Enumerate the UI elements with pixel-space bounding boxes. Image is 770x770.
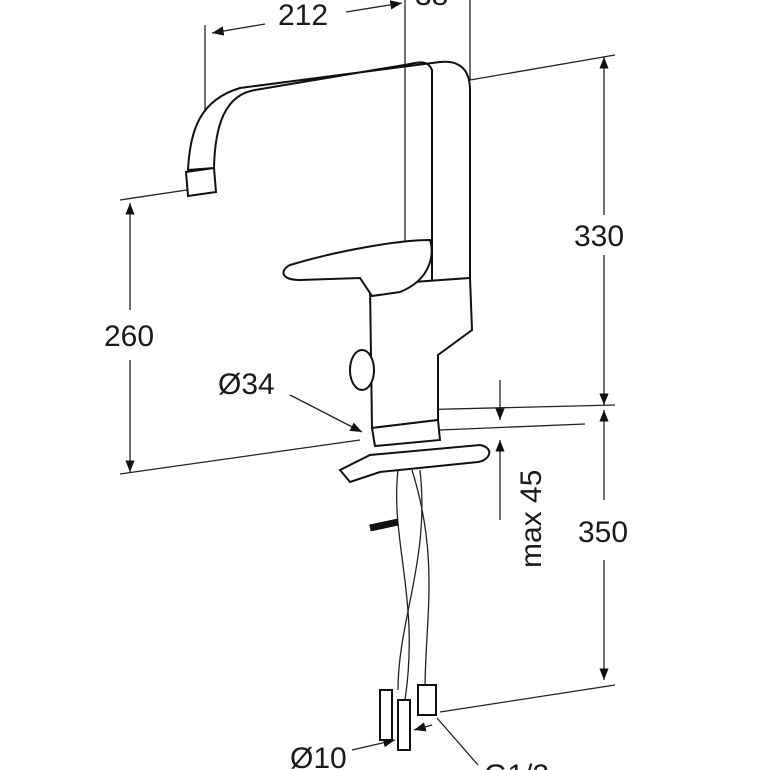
- max-thickness-label: max 45: [515, 470, 548, 568]
- spout-reach-label: 212: [278, 0, 328, 32]
- total-height-label: 330: [574, 220, 624, 253]
- dimension-lines: [119, 0, 616, 766]
- spout-offset-label: 38: [415, 0, 448, 12]
- hose-diameter-label: Ø10: [290, 742, 347, 770]
- base-diameter-label: Ø34: [218, 368, 275, 401]
- connection-thread-label: G1/2: [484, 759, 549, 770]
- hose-length-label: 350: [578, 516, 628, 549]
- spout-height-label: 260: [104, 320, 154, 353]
- faucet-drawing: [184, 60, 491, 751]
